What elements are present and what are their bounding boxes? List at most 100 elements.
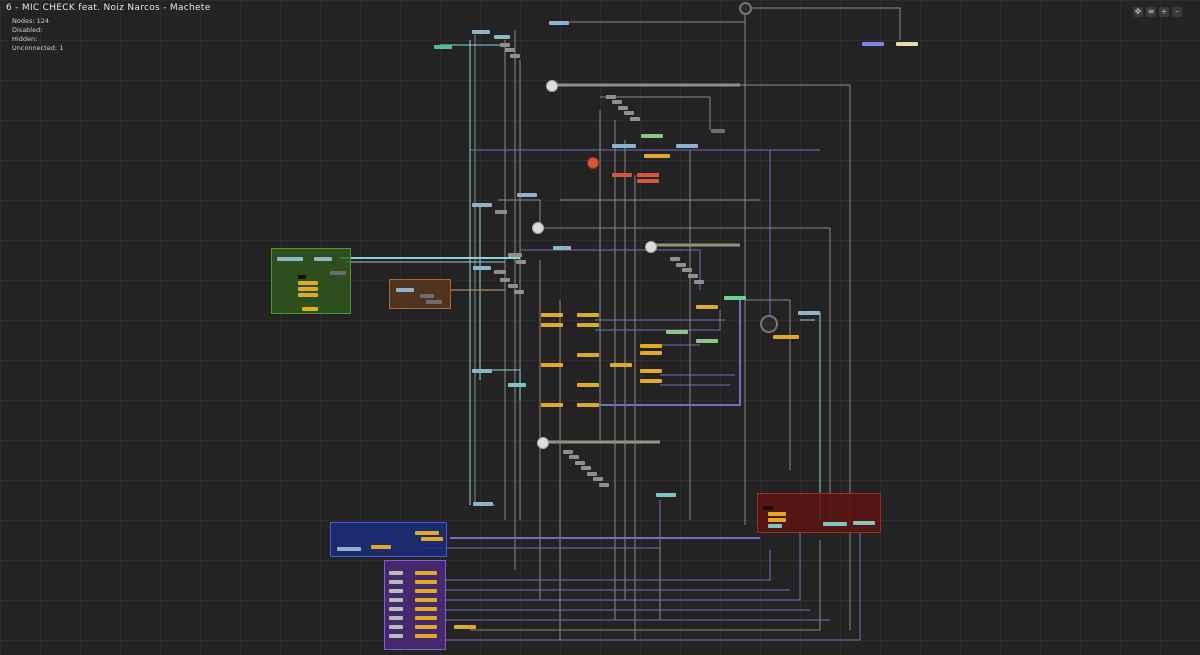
graph-node[interactable] [371, 545, 391, 549]
graph-node[interactable] [330, 271, 346, 275]
graph-node[interactable] [862, 42, 884, 46]
graph-node[interactable] [516, 260, 526, 264]
group-blue[interactable] [330, 522, 447, 557]
graph-node[interactable] [853, 521, 875, 525]
graph-node[interactable] [612, 144, 636, 148]
graph-node[interactable] [644, 154, 670, 158]
zoom-in-icon[interactable]: + [1159, 7, 1169, 17]
graph-node[interactable] [415, 531, 439, 535]
graph-node[interactable] [508, 383, 526, 387]
graph-node[interactable] [426, 300, 442, 304]
hub-node[interactable] [546, 80, 558, 92]
graph-node[interactable] [641, 134, 663, 138]
graph-node[interactable] [569, 455, 579, 459]
graph-node[interactable] [302, 307, 318, 311]
graph-node[interactable] [553, 246, 571, 250]
graph-node[interactable] [823, 522, 847, 526]
graph-node[interactable] [541, 403, 563, 407]
graph-node[interactable] [563, 450, 573, 454]
graph-node[interactable] [768, 512, 786, 516]
hub-node[interactable] [532, 222, 544, 234]
graph-node[interactable] [711, 129, 725, 133]
graph-node[interactable] [277, 257, 303, 261]
graph-node[interactable] [508, 253, 522, 257]
graph-node[interactable] [495, 210, 507, 214]
graph-node[interactable] [298, 287, 318, 291]
graph-node[interactable] [577, 313, 599, 317]
graph-node[interactable] [389, 625, 403, 629]
graph-node[interactable] [508, 284, 518, 288]
hub-node[interactable] [760, 315, 778, 333]
graph-node[interactable] [773, 335, 799, 339]
graph-node[interactable] [682, 268, 692, 272]
graph-node[interactable] [688, 274, 698, 278]
graph-node[interactable] [577, 353, 599, 357]
hub-node[interactable] [537, 437, 549, 449]
graph-node[interactable] [581, 466, 591, 470]
hub-node[interactable] [587, 157, 599, 169]
graph-node[interactable] [389, 634, 403, 638]
graph-node[interactable] [599, 483, 609, 487]
graph-node[interactable] [298, 293, 318, 297]
graph-node[interactable] [517, 193, 537, 197]
graph-node[interactable] [696, 305, 718, 309]
graph-node[interactable] [389, 589, 403, 593]
graph-node[interactable] [473, 266, 491, 270]
graph-node[interactable] [505, 48, 515, 52]
graph-node[interactable] [415, 634, 437, 638]
zoom-out-icon[interactable]: – [1172, 7, 1182, 17]
graph-node[interactable] [389, 598, 403, 602]
graph-node[interactable] [415, 589, 437, 593]
graph-node[interactable] [500, 43, 510, 47]
graph-node[interactable] [724, 296, 746, 300]
graph-node[interactable] [630, 117, 640, 121]
hub-node[interactable] [645, 241, 657, 253]
graph-node[interactable] [472, 30, 490, 34]
graph-node[interactable] [434, 45, 452, 49]
group-green[interactable] [271, 248, 351, 314]
graph-node[interactable] [541, 313, 563, 317]
graph-node[interactable] [676, 263, 686, 267]
graph-node[interactable] [510, 54, 520, 58]
graph-node[interactable] [696, 339, 718, 343]
graph-node[interactable] [763, 506, 773, 510]
graph-node[interactable] [389, 616, 403, 620]
graph-node[interactable] [768, 524, 782, 528]
graph-node[interactable] [612, 100, 622, 104]
graph-node[interactable] [494, 35, 510, 39]
graph-node[interactable] [640, 379, 662, 383]
graph-node[interactable] [577, 383, 599, 387]
menu-icon[interactable]: ≡ [1146, 7, 1156, 17]
graph-node[interactable] [676, 144, 698, 148]
graph-node[interactable] [514, 290, 524, 294]
graph-node[interactable] [606, 95, 616, 99]
graph-node[interactable] [798, 311, 820, 315]
graph-node[interactable] [612, 173, 632, 177]
group-purple[interactable] [384, 560, 446, 650]
graph-node[interactable] [640, 369, 662, 373]
graph-node[interactable] [577, 403, 599, 407]
graph-node[interactable] [637, 179, 659, 183]
graph-node[interactable] [624, 111, 634, 115]
graph-node[interactable] [396, 288, 414, 292]
graph-node[interactable] [670, 257, 680, 261]
graph-node[interactable] [389, 580, 403, 584]
graph-node[interactable] [549, 21, 569, 25]
graph-node[interactable] [656, 493, 676, 497]
group-brown[interactable] [389, 279, 451, 309]
graph-node[interactable] [389, 571, 403, 575]
move-icon[interactable]: ✥ [1133, 7, 1143, 17]
graph-node[interactable] [618, 106, 628, 110]
graph-node[interactable] [768, 518, 786, 522]
hub-node[interactable] [739, 2, 752, 15]
graph-node[interactable] [610, 363, 632, 367]
graph-node[interactable] [500, 278, 510, 282]
graph-node[interactable] [415, 580, 437, 584]
graph-node[interactable] [637, 173, 659, 177]
graph-node[interactable] [640, 351, 662, 355]
graph-node[interactable] [415, 598, 437, 602]
graph-node[interactable] [298, 275, 306, 279]
graph-node[interactable] [472, 203, 492, 207]
graph-node[interactable] [587, 472, 597, 476]
